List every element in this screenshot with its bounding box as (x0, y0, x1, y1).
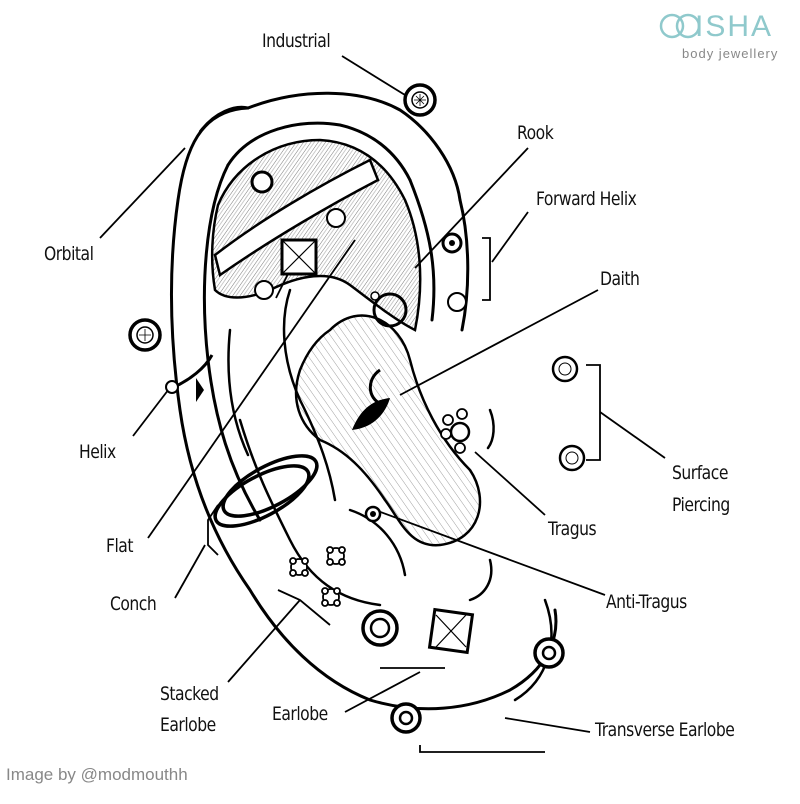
orbital-ring (198, 105, 249, 133)
daith-jewellery (352, 368, 390, 430)
industrial-stud (250, 83, 437, 194)
flat-jewellery (254, 208, 346, 300)
label-stacked-earlobe-line2: Earlobe (160, 714, 216, 736)
label-daith: Daith (600, 268, 640, 290)
label-conch: Conch (110, 593, 157, 615)
transverse-earlobe-studs (390, 637, 565, 734)
forward-helix-studs (441, 232, 467, 312)
stacked-earlobe-studs (289, 546, 346, 607)
leader-lines (99, 55, 666, 753)
label-transverse-earlobe: Transverse Earlobe (595, 719, 735, 741)
anti-tragus-stud (364, 505, 382, 523)
surface-piercing-studs (551, 355, 586, 472)
inner-ear-lines (227, 288, 553, 702)
earlobe-jewellery (361, 607, 475, 655)
ear-outline (169, 91, 558, 711)
rook-leader (414, 147, 529, 269)
concha-shading (294, 314, 482, 547)
label-rook: Rook (517, 122, 554, 144)
brand-name: ISHA (695, 10, 774, 43)
rook-ring (370, 291, 408, 328)
label-industrial: Industrial (262, 30, 331, 52)
label-earlobe: Earlobe (272, 703, 328, 725)
label-tragus: Tragus (548, 518, 597, 540)
antihelix (213, 158, 380, 278)
helix-jewellery (128, 318, 214, 402)
label-flat: Flat (106, 535, 133, 557)
label-surface-piercing-line1: Surface (672, 462, 728, 484)
label-stacked-earlobe-line1: Stacked (160, 683, 219, 705)
tragus-cluster (440, 408, 471, 454)
conch-rings (213, 454, 319, 528)
label-surface-piercing-line2: Piercing (672, 494, 730, 516)
label-forward-helix: Forward Helix (536, 188, 637, 210)
image-credit: Image by @modmouthh (6, 765, 188, 784)
brand-subtitle: body jewellery (682, 46, 779, 61)
label-anti-tragus: Anti-Tragus (606, 591, 687, 613)
label-helix: Helix (79, 441, 116, 463)
isha-logo-icon (659, 13, 701, 39)
label-orbital: Orbital (44, 243, 94, 265)
